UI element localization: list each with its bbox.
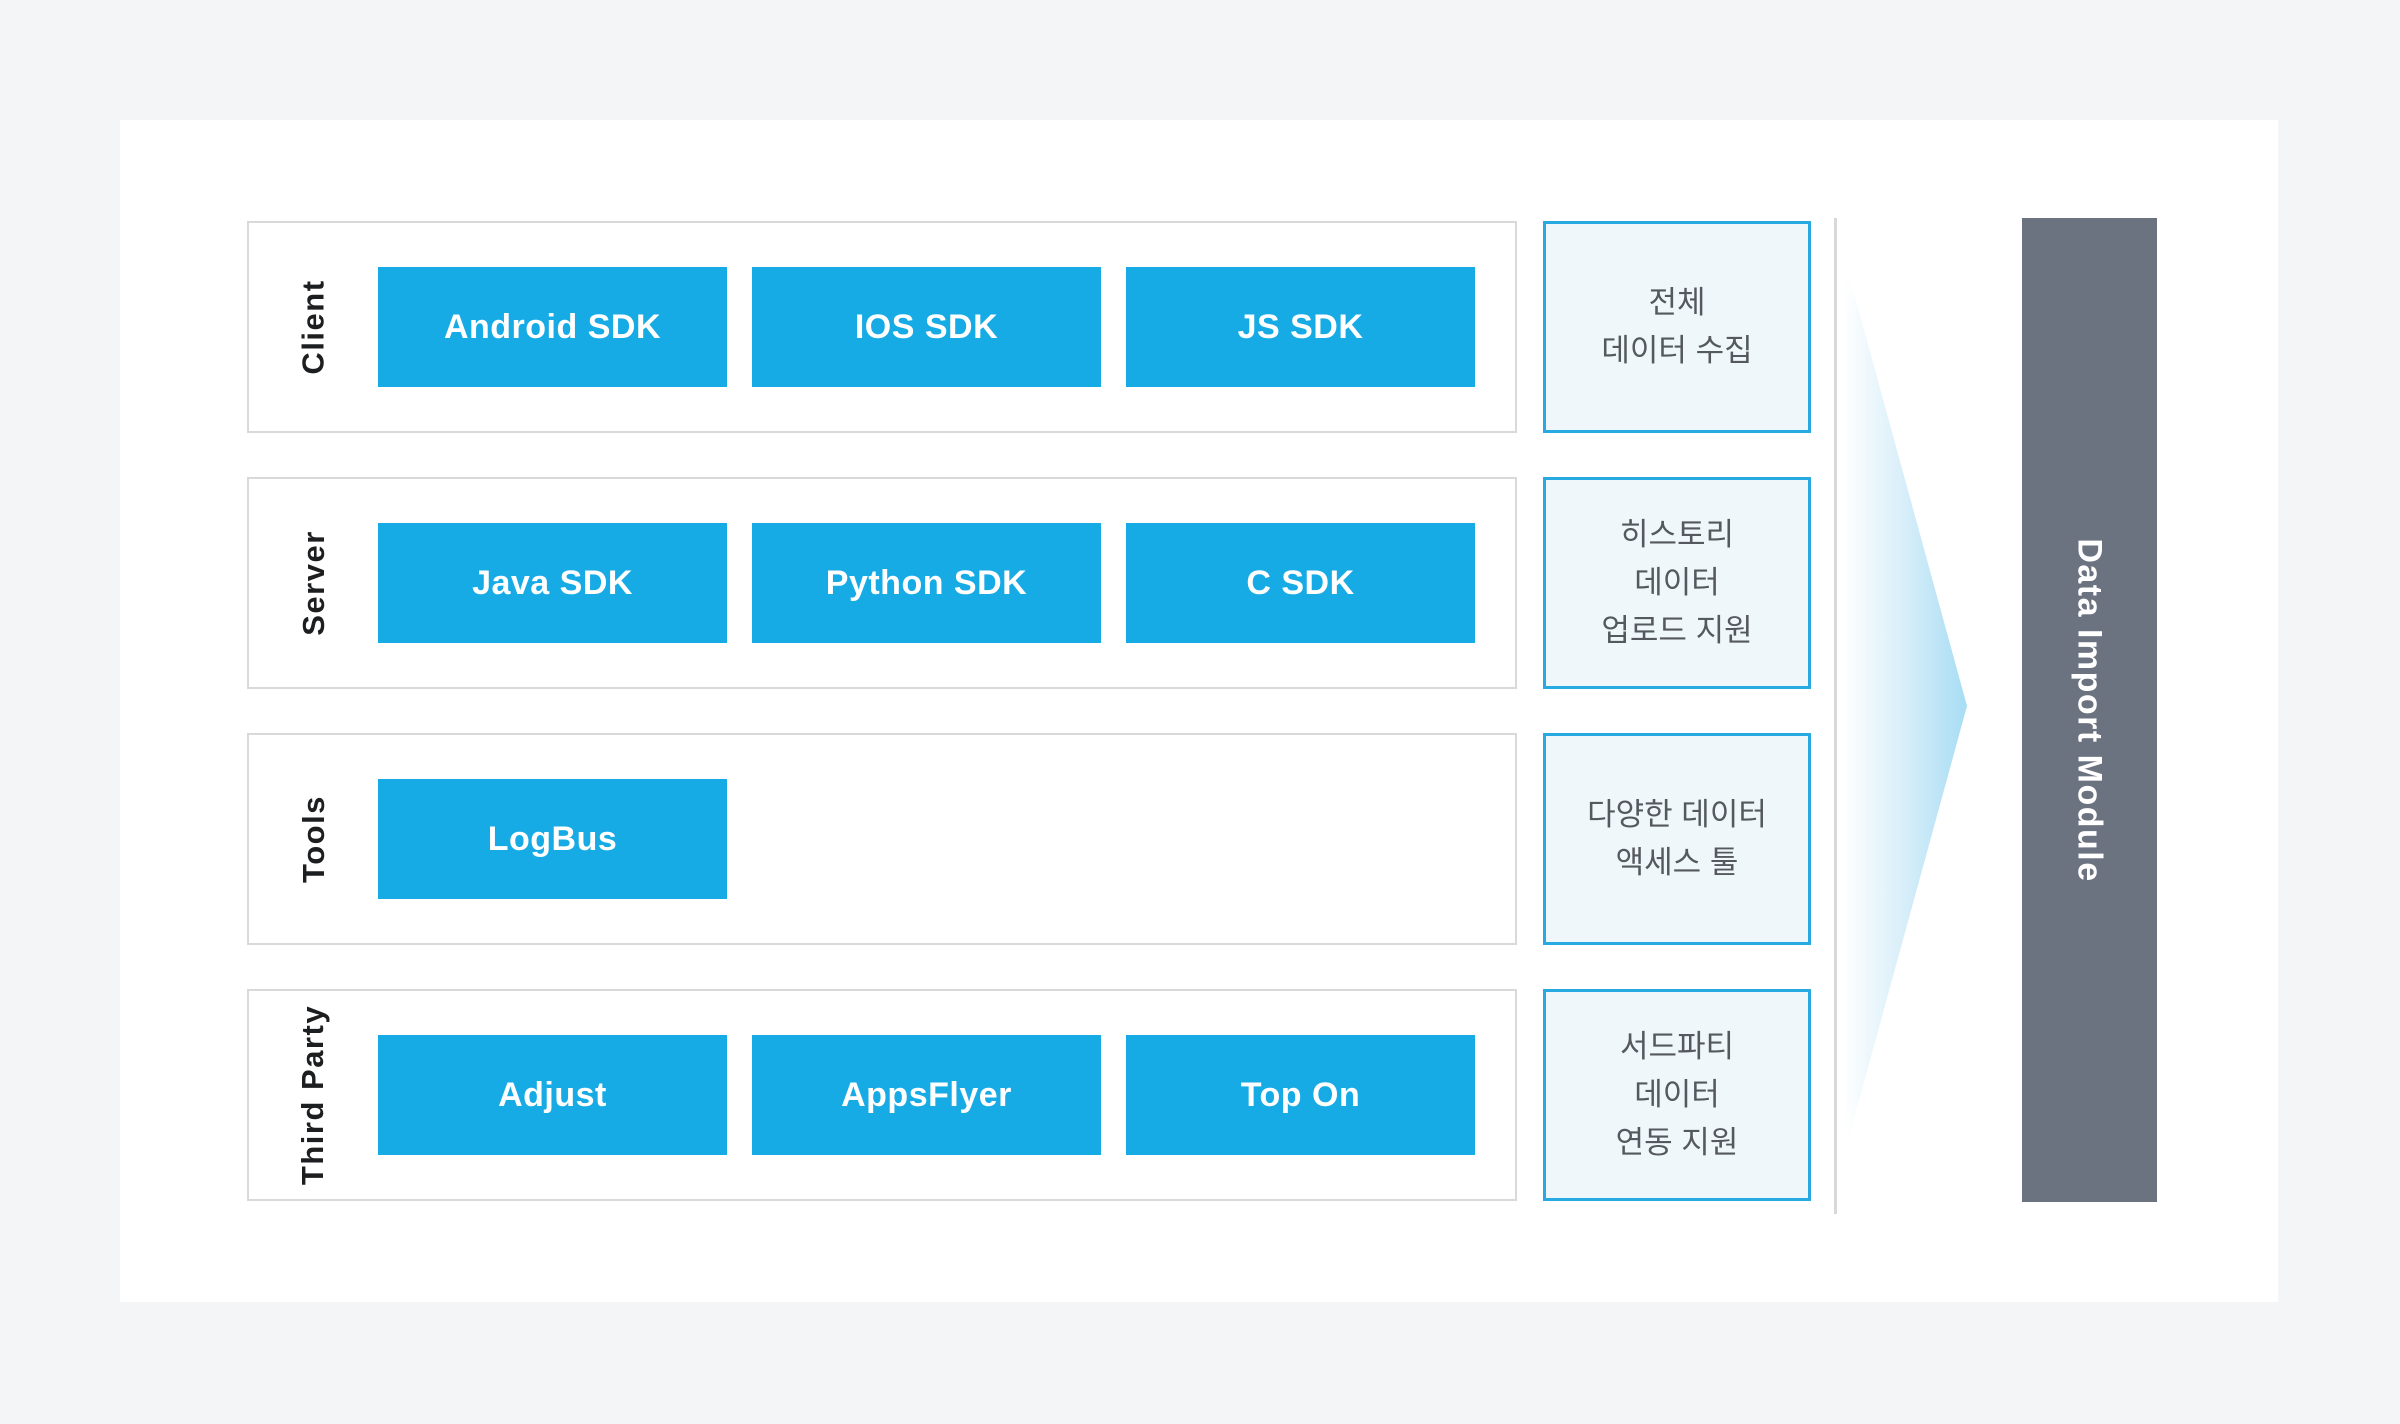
note-box-server: 히스토리 데이터 업로드 지원 (1543, 477, 1811, 689)
data-import-module-label: Data Import Module (2071, 537, 2109, 883)
row-label-client: Client (295, 279, 331, 375)
row-third-party: Third Party Adjust AppsFlyer Top On (247, 989, 1517, 1201)
sdk-box-adjust: Adjust (378, 1035, 727, 1155)
sdk-box-logbus: LogBus (378, 779, 727, 899)
note-box-tools: 다양한 데이터 액세스 툴 (1543, 733, 1811, 945)
row-label-tools: Tools (295, 795, 331, 883)
sdk-box-python: Python SDK (752, 523, 1101, 643)
sdk-box-js: JS SDK (1126, 267, 1475, 387)
right-arrow-icon (1843, 253, 1967, 1159)
sdk-box-android: Android SDK (378, 267, 727, 387)
row-boxes-server: Java SDK Python SDK C SDK (378, 479, 1475, 687)
diagram-card: Client Android SDK IOS SDK JS SDK Server… (120, 120, 2278, 1302)
row-boxes-client: Android SDK IOS SDK JS SDK (378, 223, 1475, 431)
row-label-area-third-party: Third Party (249, 991, 378, 1199)
row-label-server: Server (295, 530, 331, 636)
sdk-box-appsflyer: AppsFlyer (752, 1035, 1101, 1155)
row-client: Client Android SDK IOS SDK JS SDK (247, 221, 1517, 433)
note-box-third-party: 서드파티 데이터 연동 지원 (1543, 989, 1811, 1201)
sdk-box-ios: IOS SDK (752, 267, 1101, 387)
data-import-module-bar: Data Import Module (2022, 218, 2157, 1202)
sdk-box-c: C SDK (1126, 523, 1475, 643)
divider-line (1834, 218, 1837, 1214)
note-box-client: 전체 데이터 수집 (1543, 221, 1811, 433)
sdk-box-topon: Top On (1126, 1035, 1475, 1155)
row-label-area-server: Server (249, 479, 378, 687)
row-boxes-third-party: Adjust AppsFlyer Top On (378, 991, 1475, 1199)
rows-column: Client Android SDK IOS SDK JS SDK Server… (247, 221, 1517, 1201)
row-boxes-tools: LogBus (378, 735, 727, 943)
sdk-box-java: Java SDK (378, 523, 727, 643)
row-label-area-tools: Tools (249, 735, 378, 943)
notes-column: 전체 데이터 수집 히스토리 데이터 업로드 지원 다양한 데이터 액세스 툴 … (1543, 221, 1811, 1201)
row-tools: Tools LogBus (247, 733, 1517, 945)
row-label-third-party: Third Party (295, 1004, 331, 1186)
row-label-area-client: Client (249, 223, 378, 431)
row-server: Server Java SDK Python SDK C SDK (247, 477, 1517, 689)
